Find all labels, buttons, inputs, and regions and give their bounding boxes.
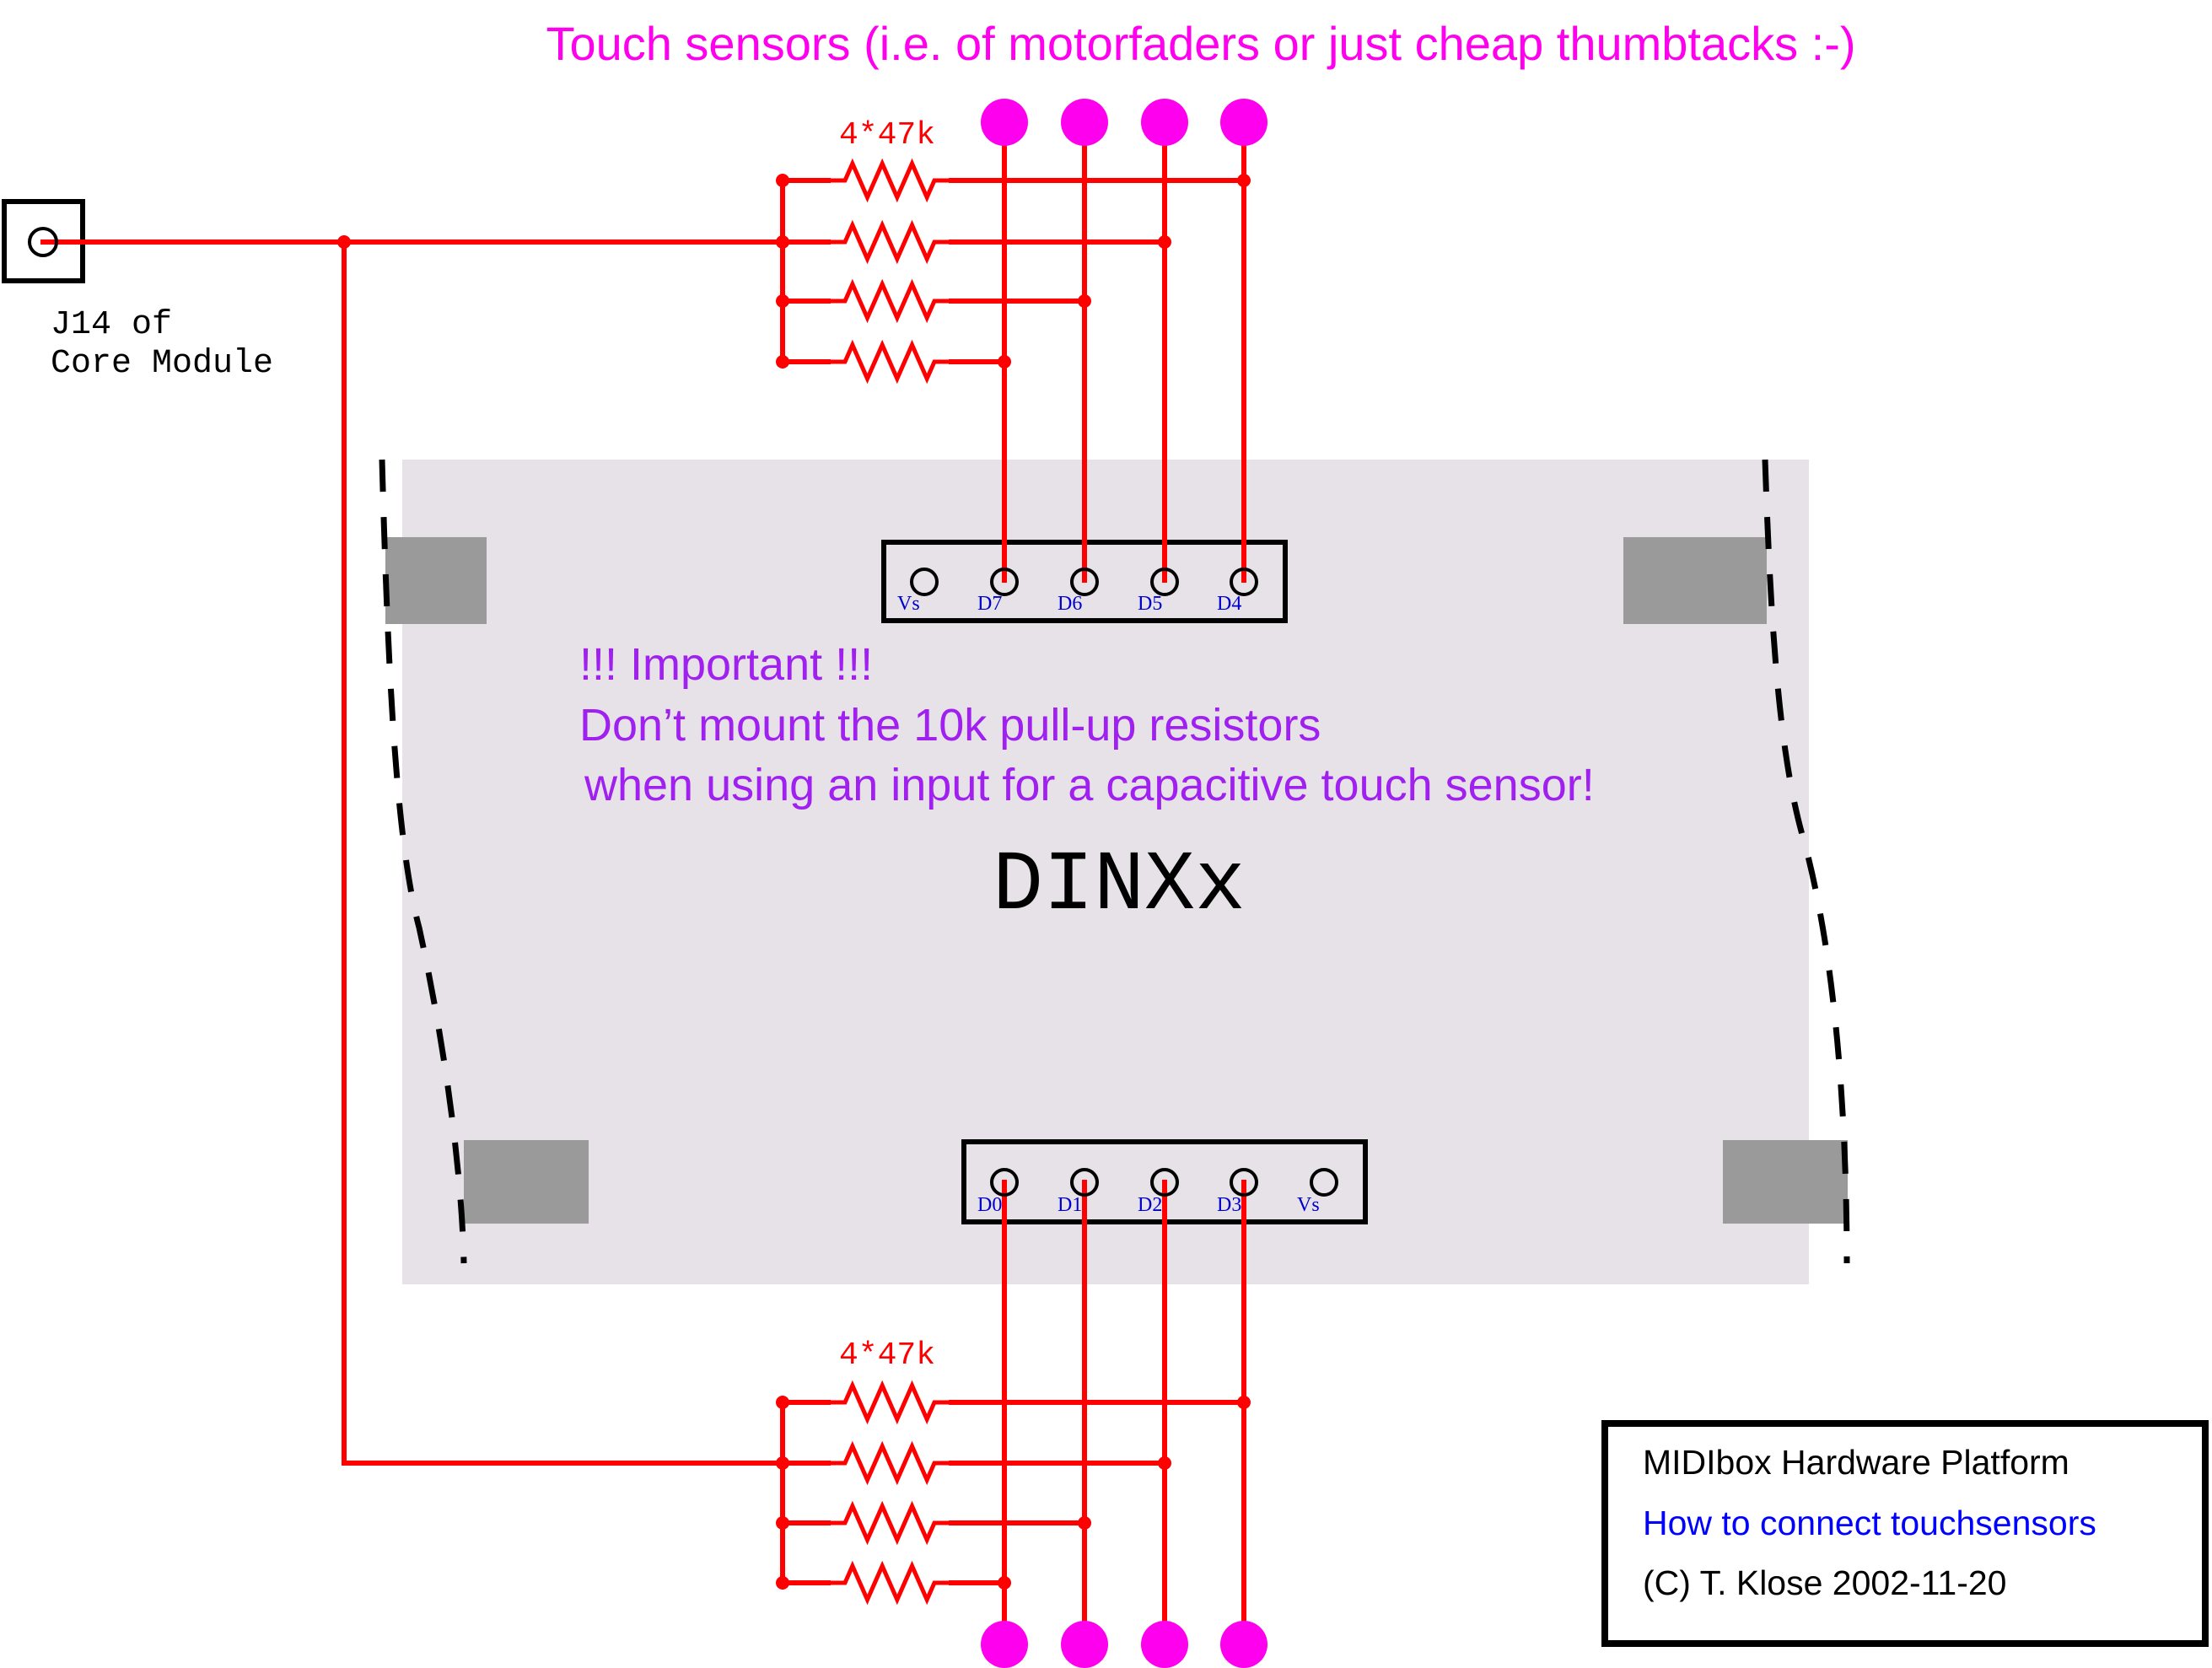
top-header-pin	[990, 568, 1019, 596]
junction-dot	[1158, 235, 1171, 249]
bottom-header-pin	[1150, 1168, 1179, 1197]
top-header-pin-label: D7	[977, 593, 1002, 615]
sensor-pad-icon	[1220, 1621, 1267, 1668]
junction-dot	[998, 355, 1011, 369]
title-block: MIDIbox Hardware Platform How to connect…	[1601, 1420, 2209, 1647]
top-header-pin	[1070, 568, 1099, 596]
title-block-subject: How to connect touchsensors	[1643, 1504, 2096, 1542]
sensor-pad-icon	[1220, 99, 1267, 146]
junction-dot	[776, 1456, 789, 1470]
bottom-header-pin-label: Vs	[1297, 1194, 1320, 1216]
title-block-frame	[1601, 1420, 2209, 1647]
resistor-icon	[828, 278, 951, 324]
bottom-header-pin-label: D0	[977, 1194, 1002, 1216]
top-header-pin	[1230, 568, 1258, 596]
sensor-pad-icon	[1061, 99, 1108, 146]
bottom-header-pin	[1230, 1168, 1258, 1197]
bottom-header-pin-label: D2	[1138, 1194, 1162, 1216]
resistor-array	[828, 158, 951, 1606]
junction-dot	[776, 235, 789, 249]
resistor-icon	[828, 339, 951, 385]
junction-dot	[1237, 174, 1251, 187]
resistor-icon	[828, 158, 951, 203]
diagram-title: Touch sensors (i.e. of motorfaders or ju…	[546, 17, 1855, 70]
bottom-header-pin-label: D3	[1217, 1194, 1241, 1216]
sensor-pad-icon	[1141, 1621, 1188, 1668]
bottom-header-pin	[990, 1168, 1019, 1197]
wires	[40, 120, 1246, 1647]
resistor-icon	[828, 219, 951, 265]
junction-dot	[337, 235, 351, 249]
bottom-header-pin	[1310, 1168, 1338, 1197]
connector-pin	[28, 227, 58, 257]
standoff-top-left	[385, 537, 487, 624]
resistor-label-top: 4*47k	[839, 117, 935, 153]
junction-dot	[776, 1396, 789, 1409]
title-block-platform: MIDIbox Hardware Platform	[1643, 1443, 2069, 1482]
sensor-pad-icon	[981, 1621, 1028, 1668]
junction-dot	[776, 1516, 789, 1530]
junction-dot	[776, 1576, 789, 1590]
important-note-line2: Don’t mount the 10k pull-up resistors	[579, 700, 1321, 751]
sensor-pad-icon	[1141, 99, 1188, 146]
dinx-board: !!! Important !!! Don’t mount the 10k pu…	[379, 459, 1850, 1284]
standoff-top-right	[1623, 537, 1767, 624]
junction-dot	[1237, 1396, 1251, 1409]
connector-label-line2: Core Module	[51, 345, 273, 383]
resistor-icon	[828, 1560, 951, 1606]
resistor-icon	[828, 1380, 951, 1425]
board-name: DINXx	[993, 839, 1246, 934]
top-header-pin-label: Vs	[897, 593, 920, 615]
top-header-pin	[1150, 568, 1179, 596]
sensor-pad-icon	[981, 99, 1028, 146]
junctions	[337, 174, 1251, 1590]
junction-dot	[776, 174, 789, 187]
top-header-pin-label: D4	[1217, 593, 1241, 615]
standoff-bottom-right	[1723, 1140, 1848, 1224]
resistor-label-bottom: 4*47k	[839, 1337, 935, 1374]
board-edge-left	[379, 459, 467, 1264]
bottom-header-pin	[1070, 1168, 1099, 1197]
top-header-pin	[910, 568, 939, 596]
bottom-header-pin-label: D1	[1058, 1194, 1082, 1216]
resistor-icon	[828, 1500, 951, 1546]
junction-dot	[1078, 1516, 1091, 1530]
junction-dot	[776, 355, 789, 369]
top-header-pin-label: D6	[1058, 593, 1082, 615]
resistor-icon	[828, 1440, 951, 1486]
connector-label-line1: J14 of	[51, 306, 172, 344]
standoff-bottom-left	[464, 1140, 589, 1224]
touch-sensors	[981, 99, 1267, 1668]
title-block-copyright: (C) T. Klose 2002-11-20	[1643, 1563, 2006, 1602]
sensor-pad-icon	[1061, 1621, 1108, 1668]
important-note-heading: !!! Important !!!	[579, 639, 873, 690]
junction-dot	[1078, 294, 1091, 308]
junction-dot	[998, 1576, 1011, 1590]
junction-dot	[776, 294, 789, 308]
top-header-pin-label: D5	[1138, 593, 1162, 615]
important-note-line3: when using an input for a capacitive tou…	[584, 760, 1595, 810]
junction-dot	[1158, 1456, 1171, 1470]
